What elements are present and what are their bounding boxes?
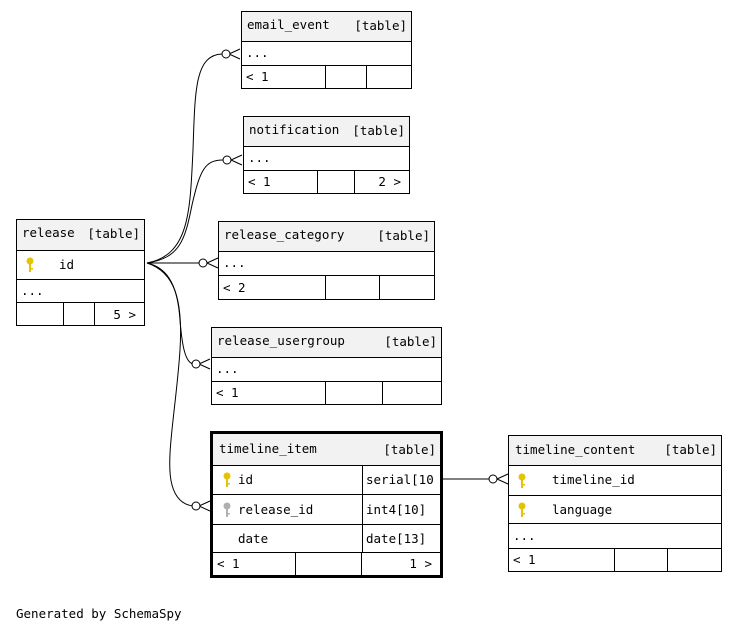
parents-count-link[interactable]: < 1 bbox=[216, 385, 239, 400]
column-name: timeline_id bbox=[552, 472, 635, 487]
relation-release-release-usergroup bbox=[146, 262, 194, 365]
table-name[interactable]: notification bbox=[249, 122, 340, 137]
column-row: timeline_id bbox=[509, 465, 721, 495]
table-footer: < 1 bbox=[212, 381, 441, 404]
parents-count-link[interactable]: < 1 bbox=[513, 552, 536, 567]
table-header[interactable]: release_usergroup [table] bbox=[212, 328, 441, 357]
ellipsis: ... bbox=[223, 255, 246, 270]
children-count-link[interactable]: 1 > bbox=[409, 556, 432, 571]
table-timeline-content[interactable]: timeline_content [table] timeline_id lan… bbox=[508, 435, 722, 572]
table-header[interactable]: release_category [table] bbox=[219, 222, 434, 251]
table-header[interactable]: notification [table] bbox=[244, 117, 409, 146]
column-type: int4[10] bbox=[366, 502, 427, 517]
more-columns-row: ... bbox=[17, 279, 144, 302]
table-kind: [table] bbox=[664, 442, 717, 457]
table-footer: < 1 1 > bbox=[213, 552, 440, 575]
table-footer: < 1 2 > bbox=[244, 170, 409, 193]
primary-key-icon bbox=[223, 472, 231, 487]
relation-release-notification bbox=[146, 159, 224, 264]
column-row: id bbox=[17, 250, 144, 279]
children-count-link[interactable]: 2 > bbox=[378, 174, 401, 189]
ellipsis: ... bbox=[246, 45, 269, 60]
table-name[interactable]: timeline_item bbox=[219, 441, 317, 456]
optional-marker bbox=[488, 474, 498, 484]
table-name[interactable]: timeline_content bbox=[515, 442, 636, 457]
ellipsis: ... bbox=[248, 150, 271, 165]
table-notification[interactable]: notification [table] ... < 1 2 > bbox=[243, 116, 410, 194]
column-type-cell: int4[10] bbox=[362, 495, 440, 524]
column-type-cell: serial[10 bbox=[362, 466, 440, 494]
table-footer: < 1 bbox=[242, 65, 411, 88]
more-columns-row: ... bbox=[242, 41, 411, 65]
ellipsis: ... bbox=[216, 361, 239, 376]
table-kind: [table] bbox=[354, 18, 407, 33]
table-name[interactable]: release bbox=[22, 225, 75, 240]
table-release[interactable]: release [table] id ... 5 > bbox=[16, 219, 145, 326]
optional-marker bbox=[222, 155, 232, 165]
column-name: id bbox=[59, 257, 75, 272]
table-email-event[interactable]: email_event [table] ... < 1 bbox=[241, 11, 412, 89]
table-footer: 5 > bbox=[17, 302, 144, 325]
relation-release-email-event bbox=[146, 53, 223, 264]
column-type: date[13] bbox=[366, 531, 427, 546]
table-header[interactable]: timeline_content [table] bbox=[509, 436, 721, 465]
table-name[interactable]: email_event bbox=[247, 17, 330, 32]
more-columns-row: ... bbox=[212, 357, 441, 381]
parents-count-link[interactable]: < 1 bbox=[248, 174, 271, 189]
table-kind: [table] bbox=[377, 228, 430, 243]
column-name: id bbox=[238, 472, 254, 487]
table-name[interactable]: release_category bbox=[224, 227, 345, 242]
generated-by-footer: Generated by SchemaSpy bbox=[16, 606, 182, 621]
parents-count-link[interactable]: < 1 bbox=[217, 556, 240, 571]
table-footer: < 1 bbox=[509, 548, 721, 571]
column-type: serial[10 bbox=[366, 472, 434, 487]
parents-count-link[interactable]: < 2 bbox=[223, 280, 246, 295]
optional-marker bbox=[191, 359, 201, 369]
more-columns-row: ... bbox=[509, 523, 721, 548]
column-name: language bbox=[552, 502, 613, 517]
table-header[interactable]: email_event [table] bbox=[242, 12, 411, 41]
table-release-usergroup[interactable]: release_usergroup [table] ... < 1 bbox=[211, 327, 442, 405]
primary-key-icon bbox=[26, 257, 34, 272]
parents-count-link[interactable]: < 1 bbox=[246, 69, 269, 84]
primary-key-icon bbox=[518, 502, 526, 517]
table-footer: < 2 bbox=[219, 275, 434, 299]
more-columns-row: ... bbox=[244, 146, 409, 170]
ellipsis: ... bbox=[513, 528, 536, 543]
primary-key-icon bbox=[518, 473, 526, 488]
column-row: release_id int4[10] bbox=[213, 494, 440, 524]
table-kind: [table] bbox=[384, 334, 437, 349]
optional-marker bbox=[221, 49, 231, 59]
ellipsis: ... bbox=[21, 283, 44, 298]
relation-release-timeline-item bbox=[146, 262, 194, 507]
table-release-category[interactable]: release_category [table] ... < 2 bbox=[218, 221, 435, 300]
column-row: language bbox=[509, 495, 721, 523]
table-timeline-item[interactable]: timeline_item [table] id serial[10 relea… bbox=[210, 431, 443, 578]
children-count-link[interactable]: 5 > bbox=[113, 307, 136, 322]
more-columns-row: ... bbox=[219, 251, 434, 275]
column-row: date date[13] bbox=[213, 524, 440, 552]
column-type-cell: date[13] bbox=[362, 525, 440, 552]
column-name: release_id bbox=[238, 502, 314, 517]
optional-marker bbox=[191, 501, 201, 511]
foreign-key-icon bbox=[223, 502, 231, 517]
table-kind: [table] bbox=[383, 442, 436, 457]
column-row: id serial[10 bbox=[213, 465, 440, 494]
optional-marker bbox=[198, 258, 208, 268]
table-name[interactable]: release_usergroup bbox=[217, 333, 345, 348]
column-name: date bbox=[238, 531, 269, 546]
table-header[interactable]: timeline_item [table] bbox=[213, 434, 440, 465]
table-header[interactable]: release [table] bbox=[17, 220, 144, 250]
table-kind: [table] bbox=[352, 123, 405, 138]
table-kind: [table] bbox=[87, 226, 140, 241]
